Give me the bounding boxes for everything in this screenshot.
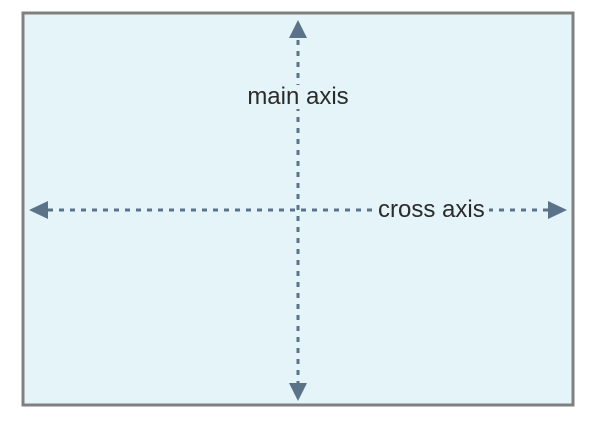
main-axis-label: main axis — [243, 85, 353, 109]
arrow-down-icon — [289, 383, 307, 401]
cross-axis-label: cross axis — [374, 198, 489, 222]
arrow-left-icon — [29, 201, 48, 219]
arrow-right-icon — [548, 201, 567, 219]
arrow-up-icon — [289, 20, 307, 38]
